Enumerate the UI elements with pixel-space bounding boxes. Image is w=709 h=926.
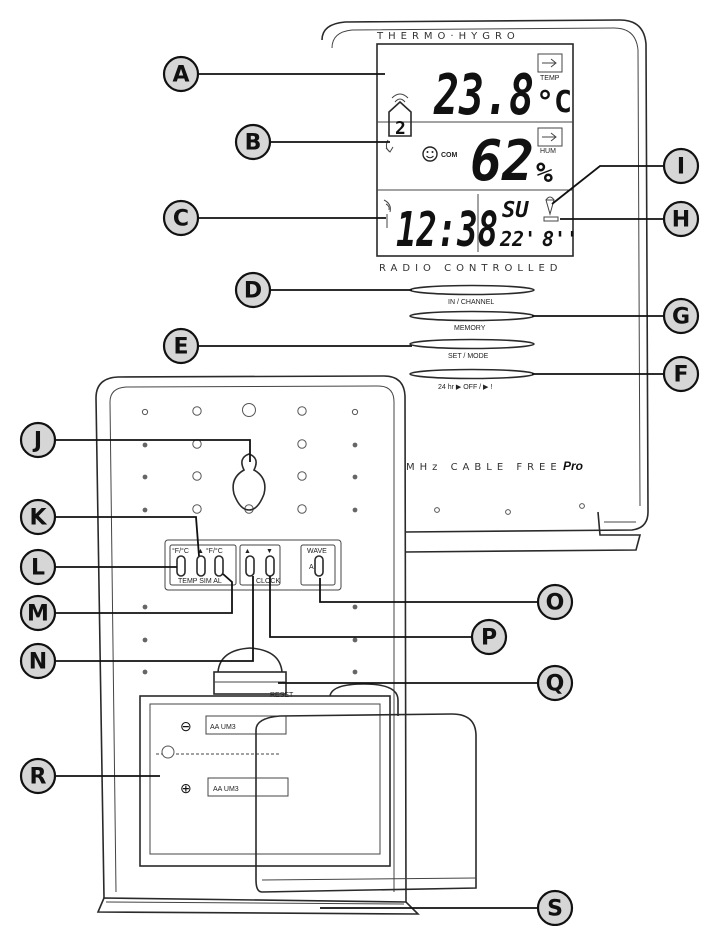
battery-cover[interactable] <box>255 683 477 893</box>
comfort-label: COM <box>441 152 458 159</box>
front-button-label-set-mode: SET / MODE <box>448 353 489 360</box>
callout-c-letter: C <box>173 207 189 232</box>
display-footer: RADIO CONTROLLED <box>379 263 563 274</box>
callout-g-letter: G <box>672 305 690 330</box>
callouts: A B C D E F G H I J <box>19 55 700 926</box>
battery-cell-1: AA UM3 <box>210 724 236 731</box>
rear-button-p[interactable] <box>265 555 275 577</box>
callout-h <box>662 200 700 238</box>
battery-plus-icon: ⊕ <box>180 780 192 796</box>
dst-tower-icon <box>545 196 555 216</box>
callout-f <box>662 355 700 393</box>
radio-signal-icon <box>383 199 391 228</box>
callout-n <box>19 642 57 680</box>
indicator-bar <box>543 216 559 222</box>
brand-pro: Pro <box>563 459 583 473</box>
callout-j-letter: J <box>32 429 42 454</box>
callout-d <box>234 271 272 309</box>
callout-p-letter: P <box>481 626 497 651</box>
rear-label-p-top: ▼ <box>266 548 273 555</box>
battery-compartment <box>139 695 391 867</box>
channel-digit: 2 <box>395 118 406 139</box>
rear-label-o-mid: A <box>309 564 314 571</box>
time-reading: 12:38 <box>396 202 498 258</box>
callout-j <box>19 421 57 459</box>
rear-label-k-top: ▲ °F/°C <box>197 547 223 555</box>
seconds-reading: 22' <box>499 227 536 251</box>
rear-unit: °F/°C ▲ °F/°C TEMP SIM AL ▲ ▼ CLOCK WAVE… <box>95 375 477 915</box>
temperature-unit: °C <box>536 85 572 120</box>
front-button-label-in-channel: IN / CHANNEL <box>448 299 494 306</box>
hum-arrow-icon <box>542 132 557 142</box>
rear-button-l[interactable] <box>176 555 186 577</box>
ventilation-holes <box>141 403 359 675</box>
front-button-label-alarm: 24 hr ▶ OFF / ▶ ! <box>438 384 492 391</box>
callout-f-letter: F <box>673 363 688 388</box>
display-header: THERMO·HYGRO <box>376 31 520 42</box>
callout-i <box>662 147 700 185</box>
date-reading: 8'' <box>542 227 578 251</box>
callout-p <box>470 618 508 656</box>
callout-i-letter: I <box>677 155 685 180</box>
rear-button-n[interactable] <box>245 555 255 577</box>
battery-minus-icon: ⊖ <box>180 718 192 734</box>
callout-r-letter: R <box>30 765 47 790</box>
callout-q-letter: Q <box>546 672 565 697</box>
callout-o <box>536 583 574 621</box>
rear-button-k[interactable] <box>196 555 206 577</box>
rear-label-np-bottom: CLOCK <box>256 578 280 585</box>
callout-l-letter: L <box>31 556 45 581</box>
rear-label-m-bottom: TEMP SIM AL <box>178 578 222 585</box>
temperature-reading: 23.8 <box>433 63 534 128</box>
temp-tag: TEMP <box>540 75 560 82</box>
callout-q <box>536 664 574 702</box>
callout-s <box>536 889 574 926</box>
callout-o-letter: O <box>546 591 565 616</box>
front-button-label-memory: MEMORY <box>454 325 486 332</box>
humidity-reading: 62 <box>470 129 534 194</box>
wall-mount-keyhole <box>232 453 266 511</box>
temp-arrow-icon <box>542 58 557 68</box>
callout-a-letter: A <box>172 63 189 88</box>
front-unit: THERMO·HYGRO 23.8 °C TEMP 62 % HUM COM 2 <box>321 19 649 553</box>
callout-h-letter: H <box>672 208 690 233</box>
callout-a <box>162 55 200 93</box>
callout-m <box>19 594 57 632</box>
reset-dome[interactable] <box>213 647 287 695</box>
callout-l <box>19 548 57 586</box>
weekday-reading: SU <box>502 198 529 223</box>
battery-cell-2: AA UM3 <box>213 786 239 793</box>
front-button-alarm[interactable] <box>409 368 535 380</box>
front-button-in-channel[interactable] <box>409 284 535 296</box>
hum-tag: HUM <box>540 148 556 155</box>
callout-k-letter: K <box>29 506 47 531</box>
front-button-set-mode[interactable] <box>409 338 535 350</box>
brand-text: MHz CABLE FREE <box>406 462 562 473</box>
callout-c <box>162 199 200 237</box>
rear-label-n-top: ▲ <box>244 548 251 555</box>
callout-m-letter: M <box>27 602 49 627</box>
rear-label-l-top: °F/°C <box>172 547 189 555</box>
callout-d-letter: D <box>244 279 262 304</box>
humidity-unit: % <box>536 156 553 189</box>
rear-button-o[interactable] <box>314 555 324 577</box>
callout-r <box>19 757 57 795</box>
callout-k <box>19 498 57 536</box>
callout-n-letter: N <box>29 650 47 675</box>
callout-s-letter: S <box>547 897 563 922</box>
callout-b <box>234 123 272 161</box>
callout-b-letter: B <box>245 131 262 156</box>
callout-g <box>662 297 700 335</box>
rear-button-m[interactable] <box>214 555 224 577</box>
comfort-smiley-icon <box>422 146 438 162</box>
rear-label-o-top: WAVE <box>307 548 327 555</box>
callout-e-letter: E <box>173 335 188 360</box>
callout-e <box>162 327 200 365</box>
front-button-memory[interactable] <box>409 310 535 322</box>
